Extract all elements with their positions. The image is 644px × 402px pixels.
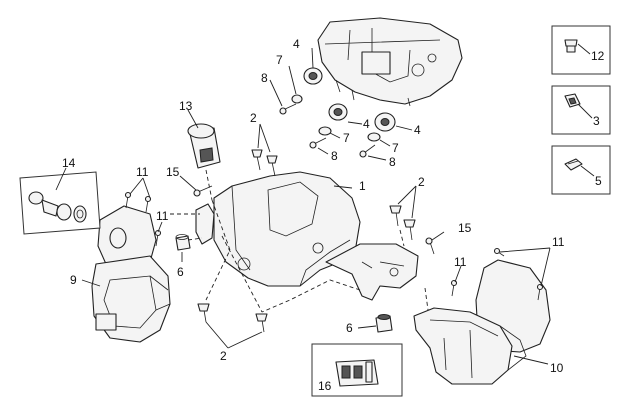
screw-15-right: [425, 237, 435, 255]
screw-2-right-a: [389, 205, 402, 227]
callout-4-right: 4: [414, 123, 421, 137]
callout-11-right-single: 11: [454, 255, 467, 269]
callout-2-bottom: 2: [220, 349, 227, 363]
screw-8-top: [279, 103, 297, 115]
part-10-glovebox-body: [413, 307, 527, 385]
part-12-box: [551, 25, 611, 75]
callout-6-right: 6: [346, 321, 353, 335]
part-9-ignition-lock: [91, 205, 171, 343]
callout-8-middle: 8: [331, 149, 338, 163]
instrument-cluster: [317, 17, 463, 107]
callout-13: 13: [179, 99, 193, 113]
leader-lines: [55, 43, 595, 365]
screw-11-left-c: [154, 229, 162, 247]
screw-2-right-b: [403, 219, 416, 241]
grommet-4-middle: [328, 103, 348, 121]
screw-15-left: [193, 185, 213, 197]
callout-8-top: 8: [261, 71, 268, 85]
callout-12: 12: [591, 49, 605, 63]
part-3-box: [551, 85, 611, 135]
spacer-6-left: [175, 234, 191, 251]
callout-4-middle: 4: [363, 117, 370, 131]
callout-16: 16: [318, 379, 332, 393]
screw-11-right-b: [493, 247, 505, 257]
assembly-dashed-lines: [170, 169, 429, 313]
screw-2-bottom-b: [255, 313, 268, 333]
screw-11-left-b: [144, 195, 152, 213]
screw-2-upper-a: [251, 149, 263, 171]
callout-7-top: 7: [276, 53, 283, 67]
callout-labels: 1 2 2 2 3 4 4 4 5 6 6 7 7 7 8 8 8 9 10 1…: [62, 37, 605, 393]
callout-11-right-pair: 11: [552, 235, 565, 249]
callout-10: 10: [550, 361, 564, 375]
washer-7-top: [291, 94, 303, 104]
callout-4-top: 4: [293, 37, 300, 51]
callout-11-left-single: 11: [156, 209, 169, 223]
callout-5: 5: [595, 174, 602, 188]
fairing-bracket: [325, 243, 419, 301]
callout-6-left: 6: [177, 265, 184, 279]
grommet-4-top: [303, 67, 323, 85]
screw-2-upper-b: [266, 155, 278, 177]
screw-2-bottom-a: [197, 303, 210, 323]
callout-3: 3: [593, 114, 600, 128]
fairing-left-bracket: [195, 203, 215, 245]
part-5-box: [551, 145, 611, 195]
callout-2-right: 2: [418, 175, 425, 189]
spacer-6-right: [375, 314, 393, 333]
part-14-key-set: [19, 171, 101, 235]
grommet-4-right: [374, 112, 396, 132]
screw-11-left-a: [124, 191, 132, 209]
callout-15-right: 15: [458, 221, 472, 235]
callout-9: 9: [70, 273, 77, 287]
screw-8-right: [359, 144, 376, 158]
callout-1: 1: [359, 179, 366, 193]
callout-11-left-pair: 11: [136, 165, 149, 179]
callout-8-right: 8: [389, 155, 396, 169]
washer-7-right: [367, 132, 381, 142]
callout-7-middle: 7: [343, 131, 350, 145]
washer-7-middle: [318, 126, 332, 136]
callout-14: 14: [62, 156, 76, 170]
callout-2-upper: 2: [250, 111, 257, 125]
screw-8-middle: [309, 137, 327, 149]
fairing-upper: [213, 171, 361, 287]
part-16-box: [311, 343, 403, 397]
callout-7-right: 7: [392, 141, 399, 155]
part-13-connector: [187, 123, 221, 169]
screw-11-right-a: [450, 279, 458, 297]
callout-15-left: 15: [166, 165, 180, 179]
